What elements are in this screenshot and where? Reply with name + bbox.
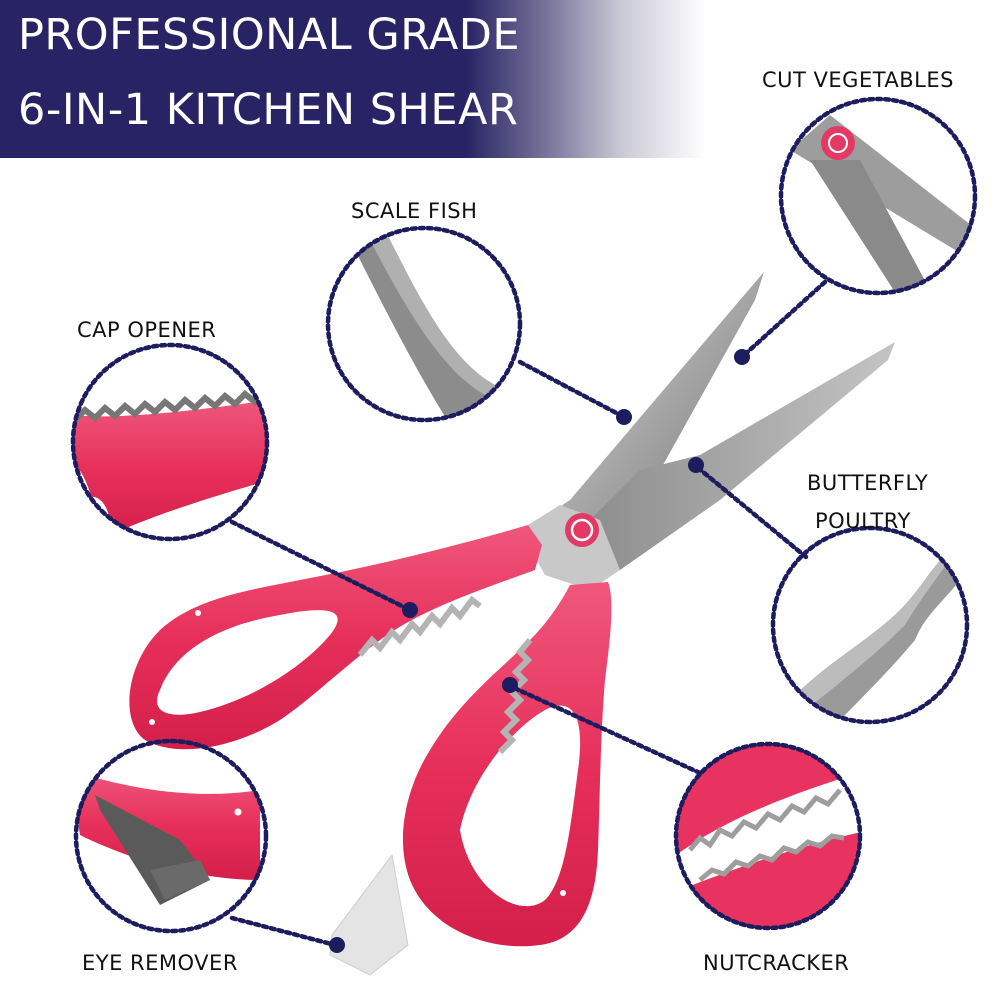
connector-cap-opener	[229, 519, 413, 613]
banner-title-line2: 6-IN-1 KITCHEN SHEAR	[18, 85, 519, 135]
scale-fish-detail	[340, 228, 495, 420]
label-nutcracker: NUTCRACKER	[703, 951, 850, 975]
callout-circle-scale-fish	[325, 225, 523, 423]
callout-circle-cap-opener	[70, 342, 270, 542]
anchor-dot-scale-fish	[616, 409, 632, 425]
title-banner: PROFESSIONAL GRADE 6-IN-1 KITCHEN SHEAR	[0, 0, 705, 158]
label-butterfly-poultry-line1: BUTTERFLY	[807, 471, 929, 495]
anchor-dot-nutcracker	[502, 677, 518, 693]
callout-circle-butterfly-poultry	[770, 525, 970, 725]
label-cut-vegetables: CUT VEGETABLES	[762, 68, 954, 92]
callout-circle-eye-remover	[73, 738, 269, 934]
upper-blade	[540, 272, 764, 560]
connector-scale-fish	[517, 359, 625, 419]
anchor-dot-eye-remover	[329, 937, 345, 953]
anchor-dot-butterfly-poultry	[688, 457, 704, 473]
label-scale-fish: SCALE FISH	[351, 199, 478, 223]
connector-cut-vegetables	[739, 279, 828, 360]
connector-butterfly-poultry	[694, 464, 809, 560]
connector-eye-remover	[229, 915, 338, 948]
connector-nutcracker	[507, 683, 703, 776]
cap-opener-detail	[73, 389, 267, 539]
callout-circle-nutcracker	[673, 741, 863, 931]
scissors	[129, 272, 895, 976]
nutcracker-detail	[676, 744, 860, 928]
label-cap-opener: CAP OPENER	[77, 318, 217, 342]
eye-remover-detail	[76, 770, 260, 905]
butterfly-poultry-detail	[790, 555, 960, 722]
cut-vegetables-detail	[790, 115, 975, 293]
label-butterfly-poultry-line2: POULTRY	[815, 509, 911, 533]
lower-blade	[570, 342, 895, 570]
pivot-screw	[565, 513, 599, 547]
anchor-dot-cut-vegetables	[734, 349, 750, 365]
label-eye-remover: EYE REMOVER	[82, 951, 238, 975]
banner-title-line1: PROFESSIONAL GRADE	[18, 10, 521, 60]
anchor-dot-cap-opener	[402, 602, 418, 618]
eye-remover-tip	[329, 853, 409, 976]
callout-circle-cut-vegetables	[778, 96, 978, 296]
